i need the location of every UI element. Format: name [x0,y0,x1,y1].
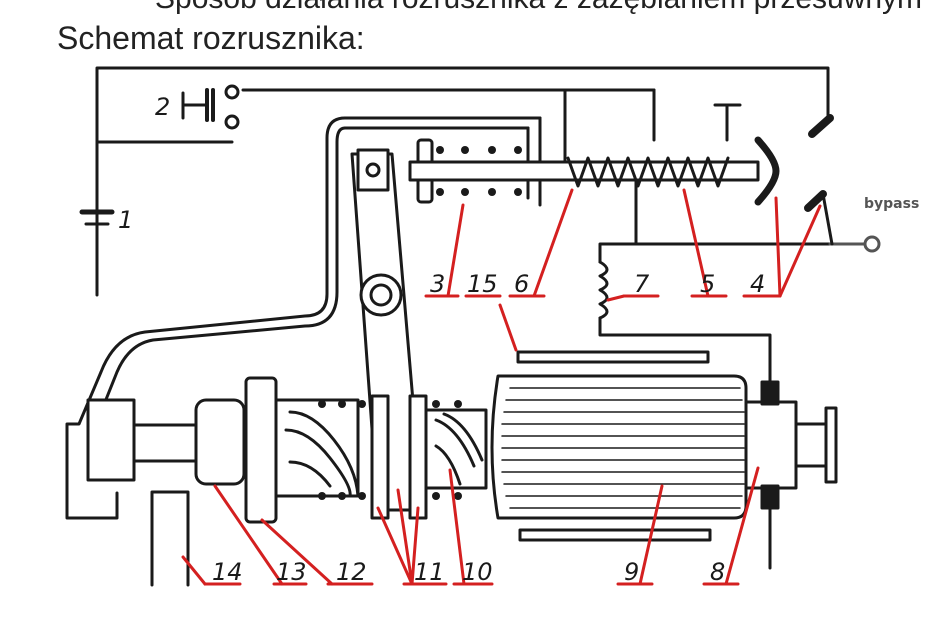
leader-6 [508,188,574,298]
commutator [744,400,838,490]
leader-4 [742,196,822,298]
shift-lever [350,148,422,512]
label-2: 2 [155,93,170,121]
bypass-terminal [863,235,881,253]
leader-13 [213,484,308,586]
label-14: 14 [212,558,243,586]
leader-11 [376,488,448,586]
label-5: 5 [700,270,715,298]
leader-3 [424,203,465,298]
leader-8 [702,466,760,586]
circuit-wiring [95,66,868,570]
label-1: 1 [118,206,133,234]
label-11: 11 [414,558,445,586]
field-pole-top [516,350,710,364]
label-15: 15 [467,270,498,298]
cutoff-heading: Sposób działania rozrusznika z zazębiani… [0,0,950,14]
label-9: 9 [624,558,639,586]
label-3: 3 [430,270,445,298]
label-8: 8 [710,558,725,586]
page-title: Schemat rozrusznika: [57,20,365,56]
drive-collar [370,394,488,520]
battery-symbol [79,209,115,226]
brush-bottom [760,484,780,510]
drive-spring [318,400,462,500]
main-contact-upper [808,114,834,138]
leader-15 [464,294,518,352]
main-contact-lower [804,190,834,246]
label-10: 10 [462,558,493,586]
field-pole-bottom [518,528,712,542]
leader-9 [616,484,664,586]
leader-12 [260,518,374,586]
cutoff-heading-text: Sposób działania rozrusznika z zazębiani… [155,0,950,14]
brush-top [760,380,780,406]
label-7: 7 [634,270,650,298]
solenoid-winding [436,146,522,196]
ignition-switch [181,84,240,130]
hold-coil [598,260,609,320]
label-6: 6 [514,270,529,298]
plunger-spring [566,156,730,188]
leader-5 [682,188,728,298]
label-13: 13 [276,558,307,586]
leader-10 [448,468,494,586]
flywheel-ring-gear [150,490,190,587]
leader-14 [181,555,242,586]
label-12: 12 [336,558,367,586]
pinion-shaft [86,398,246,486]
overrunning-clutch [244,376,360,524]
armature-lamination [501,387,745,509]
contact-disc [754,136,780,206]
label-4: 4 [750,270,765,298]
leader-7 [606,294,660,302]
drive-end-housing [65,116,347,520]
bypass-label: bypass [864,196,919,212]
